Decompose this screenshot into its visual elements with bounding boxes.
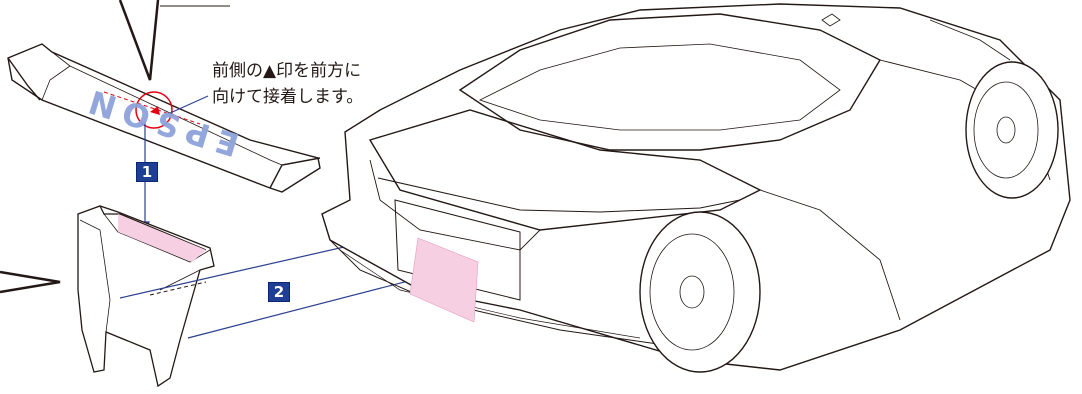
zoom-callout-left xyxy=(0,270,61,294)
front-marker-highlight xyxy=(103,91,201,129)
step-badge-2: 2 xyxy=(268,282,290,302)
wing-stay-pink-top xyxy=(118,214,206,262)
rear-wheel xyxy=(639,211,761,373)
note-leader-line xyxy=(167,95,209,115)
zoom-callout-top xyxy=(118,0,230,81)
instruction-note: 前側の▲印を前方に 向けて接着します。 xyxy=(212,58,452,110)
car-body xyxy=(321,3,1071,371)
step-badge-1: 1 xyxy=(136,162,158,182)
instruction-line-1: 前側の▲印を前方に xyxy=(212,61,362,81)
rear-panel-decal-area xyxy=(409,237,479,323)
rear-wing-part xyxy=(7,43,321,193)
instruction-line-2: 向けて接着します。 xyxy=(212,87,364,107)
front-wheel xyxy=(965,61,1059,199)
